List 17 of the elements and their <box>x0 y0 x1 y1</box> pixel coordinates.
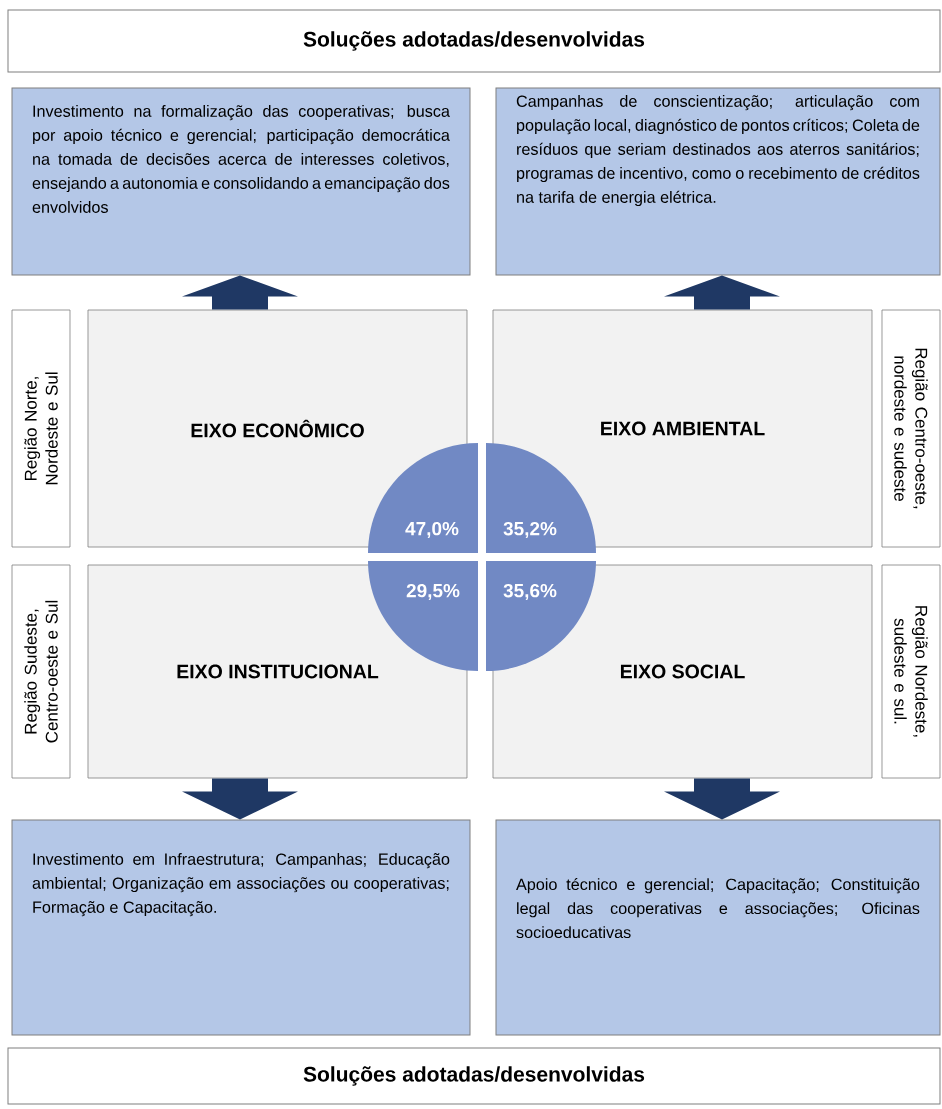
block-arrow <box>182 275 298 310</box>
pie-quadrant: 35,6% <box>486 561 596 671</box>
block-arrow <box>664 778 780 820</box>
solution-box: Investimento na formalização das cooperativas; busca por apoio técnico e gerencial; participação democrática na tomada de decisões acerca de interesses coletivos, ensejando a autonomia e consolidando a emancipação dos envolvidos <box>11 87 471 276</box>
pie-quadrant: 35,2% <box>486 443 596 553</box>
pie-quadrant: 47,0% <box>368 443 478 553</box>
region-label-box: Região Nordeste, sudeste e sul. <box>881 564 941 779</box>
block-arrow <box>664 275 780 310</box>
region-label-box: Região Norte, Nordeste e Sul <box>11 309 71 548</box>
heading-box: Soluções adotadas/desenvolvidas <box>7 1047 941 1105</box>
solution-box: Apoio técnico e gerencial; Capacitação; Constituição legal das cooperativas e associações; Oficinas socioeducativas <box>495 819 941 1036</box>
block-arrow <box>182 778 298 820</box>
heading-box: Soluções adotadas/desenvolvidas <box>7 9 941 73</box>
region-label-box: Região Centro-oeste, nordeste e sudeste <box>881 309 941 548</box>
solution-box: Campanhas de conscientização; articulação com população local, diagnóstico de pontos críticos; Coleta de resíduos que seriam destinados aos aterros sanitários; programas de incentivo, como o recebimento de créditos na tarifa de energia elétrica. <box>495 87 941 276</box>
region-label-box: Região Sudeste, Centro-oeste e Sul <box>11 564 71 779</box>
solution-box: Investimento em Infraestrutura; Campanhas; Educação ambiental; Organização em associações ou cooperativas; Formação e Capacitação. <box>11 819 471 1036</box>
